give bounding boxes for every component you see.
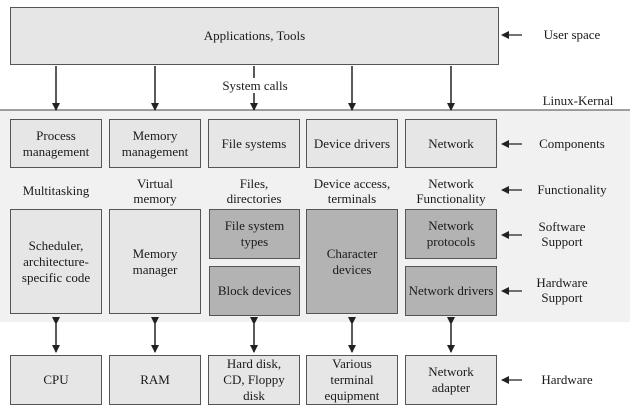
scheduler-label: Scheduler, architecture-specific code: [21, 237, 91, 285]
component-label: Process management: [22, 127, 90, 159]
applications-label: Applications, Tools: [203, 28, 306, 43]
hardware-label-item: Network adapter: [428, 364, 474, 395]
memory-manager-label: Memory manager: [132, 245, 178, 277]
hardware-label-item: Various terminal equipment: [324, 356, 380, 403]
hardware-cpu: CPU: [10, 355, 102, 405]
network-protocols-box: Network protocols: [405, 209, 497, 259]
memory-manager-box: Memory manager: [109, 209, 201, 314]
character-devices-label: Character devices: [326, 245, 378, 277]
components-label: Components: [539, 136, 605, 151]
component-label: Network: [428, 135, 474, 151]
hardware-disks: Hard disk, CD, Floppy disk: [208, 355, 300, 405]
system-calls-label: System calls: [205, 78, 305, 93]
character-devices-box: Character devices: [306, 209, 398, 314]
component-memory-management: Memory management: [109, 119, 201, 168]
software-support-label: Software Support: [538, 219, 586, 249]
component-label: Device drivers: [313, 135, 391, 151]
hardware-label-item: RAM: [140, 372, 170, 387]
applications-box: Applications, Tools: [10, 7, 499, 65]
component-network: Network: [405, 119, 497, 168]
functionality-multitasking: Multitasking: [22, 183, 90, 198]
hardware-label: Hardware: [541, 372, 593, 387]
functionality-device-access: Device access, terminals: [313, 176, 391, 206]
network-drivers-label: Network drivers: [408, 283, 494, 298]
file-system-types-label: File system types: [224, 218, 285, 249]
file-system-types-box: File system types: [209, 209, 300, 259]
functionality-network: Network Functionality: [416, 176, 486, 206]
block-devices-box: Block devices: [209, 266, 300, 316]
hardware-ram: RAM: [109, 355, 201, 405]
component-process-management: Process management: [10, 119, 102, 168]
functionality-files-directories: Files, directories: [226, 176, 282, 206]
hardware-label-item: CPU: [43, 372, 69, 387]
component-device-drivers: Device drivers: [306, 119, 398, 168]
functionality-label: Functionality: [537, 182, 607, 197]
component-label: File systems: [221, 135, 287, 151]
network-protocols-label: Network protocols: [426, 218, 476, 249]
hardware-network-adapter: Network adapter: [405, 355, 497, 405]
component-label: Memory management: [121, 127, 189, 159]
hardware-terminal-equipment: Various terminal equipment: [306, 355, 398, 405]
user-space-label: User space: [543, 27, 601, 42]
functionality-virtual-memory: Virtual memory: [133, 176, 177, 206]
block-devices-label: Block devices: [217, 283, 292, 298]
hardware-support-label: Hardware Support: [536, 275, 588, 305]
scheduler-box: Scheduler, architecture-specific code: [10, 209, 102, 314]
network-drivers-box: Network drivers: [405, 266, 497, 316]
kernel-label: Linux-Kernal: [542, 93, 614, 108]
hardware-label-item: Hard disk, CD, Floppy disk: [223, 356, 285, 403]
component-file-systems: File systems: [208, 119, 300, 168]
